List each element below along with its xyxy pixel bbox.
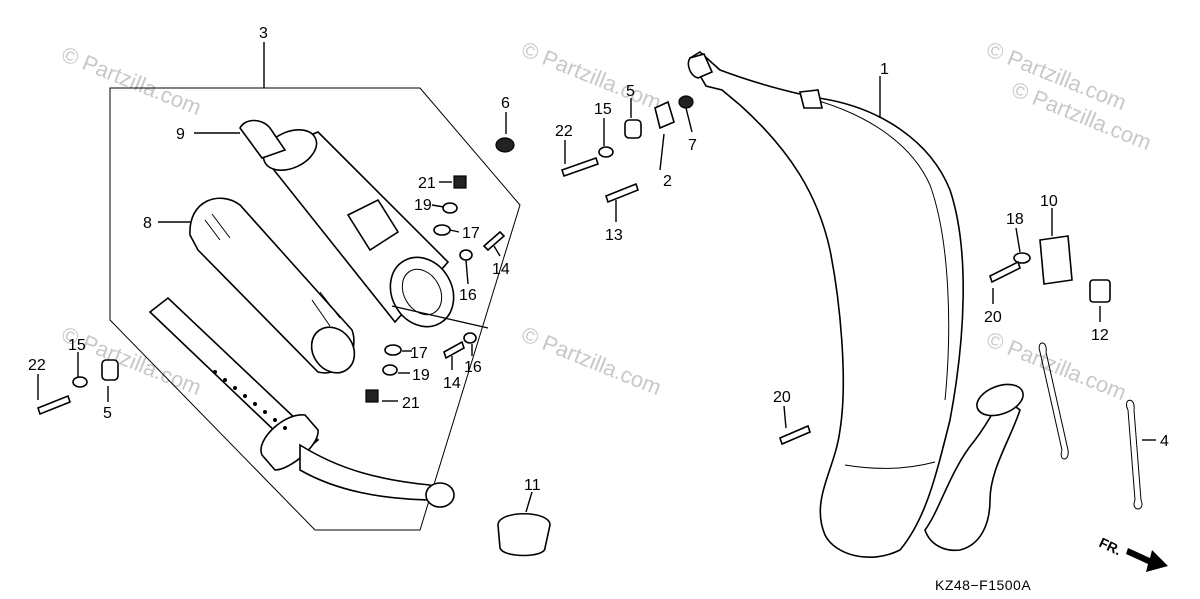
exhaust-chamber[interactable] [687, 51, 1027, 558]
muffler-assembly-outline [109, 87, 521, 531]
callout-11[interactable]: 11 [524, 477, 541, 494]
washer-15-left [72, 376, 88, 388]
bolt-14-upper [482, 230, 506, 252]
callout-12[interactable]: 12 [1091, 327, 1109, 344]
clip-nut-12 [1089, 279, 1111, 303]
bolt-21-upper [453, 175, 467, 189]
callout-labels: 1 2 3 4 5 5 6 7 8 9 10 11 12 13 14 14 15… [28, 25, 1169, 494]
collar-7 [678, 95, 694, 109]
callout-17[interactable]: 17 [462, 225, 480, 242]
bolt-20-lower [779, 424, 811, 446]
callout-19[interactable]: 19 [412, 367, 430, 384]
callout-14[interactable]: 14 [492, 261, 510, 278]
callout-3[interactable]: 3 [259, 25, 268, 42]
washer-17-lower [384, 344, 402, 356]
callout-4[interactable]: 4 [1160, 433, 1169, 450]
washer-17-upper [433, 224, 451, 236]
muffler-body[interactable] [239, 119, 466, 339]
callout-16[interactable]: 16 [464, 359, 482, 376]
collar-6 [495, 137, 515, 153]
callout-15[interactable]: 15 [594, 101, 612, 118]
washer-15-top [598, 146, 614, 158]
watermark: © Partzilla.com [58, 41, 205, 120]
front-direction-marker: FR. [1097, 534, 1168, 572]
callout-15[interactable]: 15 [68, 337, 86, 354]
watermark: © Partzilla.com [518, 36, 665, 115]
callout-7[interactable]: 7 [688, 137, 697, 154]
callout-16[interactable]: 16 [459, 287, 477, 304]
callout-18[interactable]: 18 [1006, 211, 1024, 228]
callout-9[interactable]: 9 [176, 126, 185, 143]
callout-5[interactable]: 5 [103, 405, 112, 422]
callout-13[interactable]: 13 [605, 227, 623, 244]
callout-20[interactable]: 20 [773, 389, 791, 406]
callout-21[interactable]: 21 [402, 395, 420, 412]
washer-19-lower [382, 364, 398, 376]
callout-8[interactable]: 8 [143, 215, 152, 232]
washer-16-upper [459, 249, 473, 261]
callout-5[interactable]: 5 [626, 83, 635, 100]
bolt-14-lower [443, 340, 465, 360]
rubber-mount-5-top [624, 119, 642, 139]
hardware-parts [37, 95, 1143, 557]
bolt-21-lower [365, 389, 379, 403]
callout-20[interactable]: 20 [984, 309, 1002, 326]
washer-18 [1013, 252, 1031, 264]
inner-pipe[interactable] [148, 296, 455, 508]
callout-19[interactable]: 19 [414, 197, 432, 214]
leader-lines [37, 42, 1156, 513]
callout-22[interactable]: 22 [28, 357, 46, 374]
callout-2[interactable]: 2 [663, 173, 672, 190]
pad-10 [1039, 235, 1073, 285]
bolt-22-left [37, 394, 71, 416]
fr-arrow-icon [1126, 548, 1168, 572]
bolt-13 [605, 182, 639, 204]
diagram-code: KZ48−F1500A [935, 577, 1031, 593]
callout-6[interactable]: 6 [501, 95, 510, 112]
bolt-20-upper [989, 260, 1021, 284]
callout-14[interactable]: 14 [443, 375, 461, 392]
rubber-mount-5-left [101, 359, 119, 381]
spring-4b [1126, 399, 1143, 510]
callout-1[interactable]: 1 [880, 61, 889, 78]
joint-rubber-11 [497, 512, 551, 557]
muffler-packing[interactable] [189, 197, 363, 381]
callout-17[interactable]: 17 [410, 345, 428, 362]
callout-21[interactable]: 21 [418, 175, 436, 192]
watermark: © Partzilla.com [518, 321, 665, 400]
callout-10[interactable]: 10 [1040, 193, 1058, 210]
washer-19-upper [442, 202, 458, 214]
fr-label: FR. [1097, 534, 1124, 558]
bolt-22-top [560, 156, 600, 178]
washer-16-lower [463, 332, 477, 344]
callout-22[interactable]: 22 [555, 123, 573, 140]
spring-4a [1038, 342, 1069, 460]
stay-2 [654, 100, 675, 130]
